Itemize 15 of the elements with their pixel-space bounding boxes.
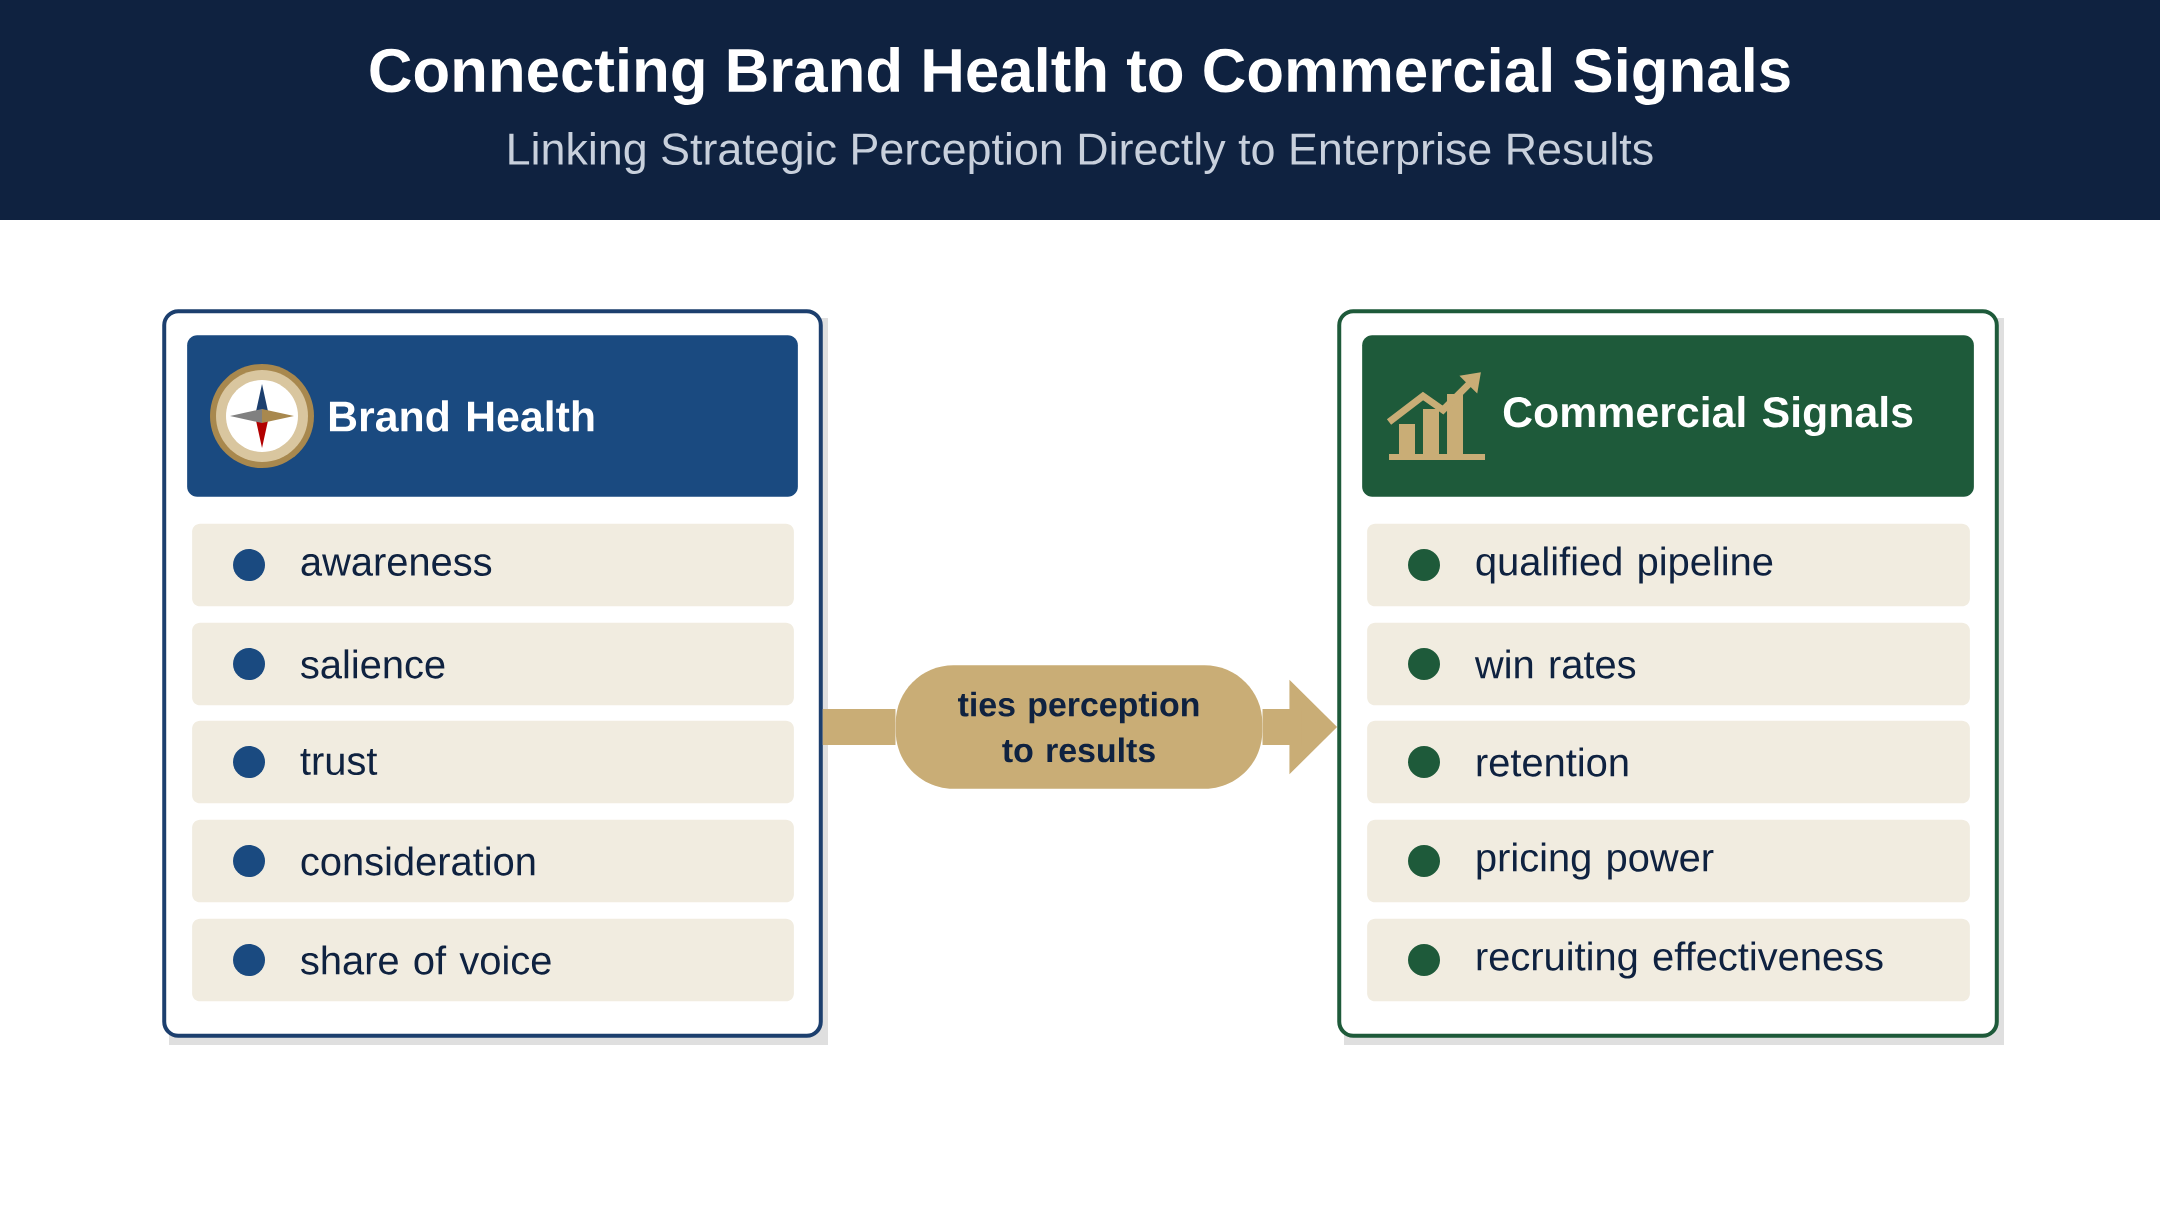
list-item: trust — [192, 720, 794, 804]
list-item: retention — [1367, 720, 1970, 804]
title: Connecting Brand Health to Commercial Signals — [370, 47, 1790, 105]
subtitle: Linking Strategic Perception Directly to Enterprise Results — [509, 132, 1653, 174]
list-item: awareness — [192, 523, 794, 607]
list-item: salience — [192, 622, 794, 706]
panel-header: Brand Health — [187, 335, 798, 497]
list-item: recruiting effectiveness — [1367, 918, 1970, 1002]
connector-pill: ties perception to results — [895, 665, 1263, 789]
list-item: win rates — [1367, 622, 1970, 706]
list-item: pricing power — [1367, 819, 1970, 903]
panel-header: Commercial Signals — [1362, 335, 1974, 497]
list-item: qualified pipeline — [1367, 523, 1970, 607]
list-item: consideration — [192, 819, 794, 903]
list-item: share of voice — [192, 918, 794, 1002]
